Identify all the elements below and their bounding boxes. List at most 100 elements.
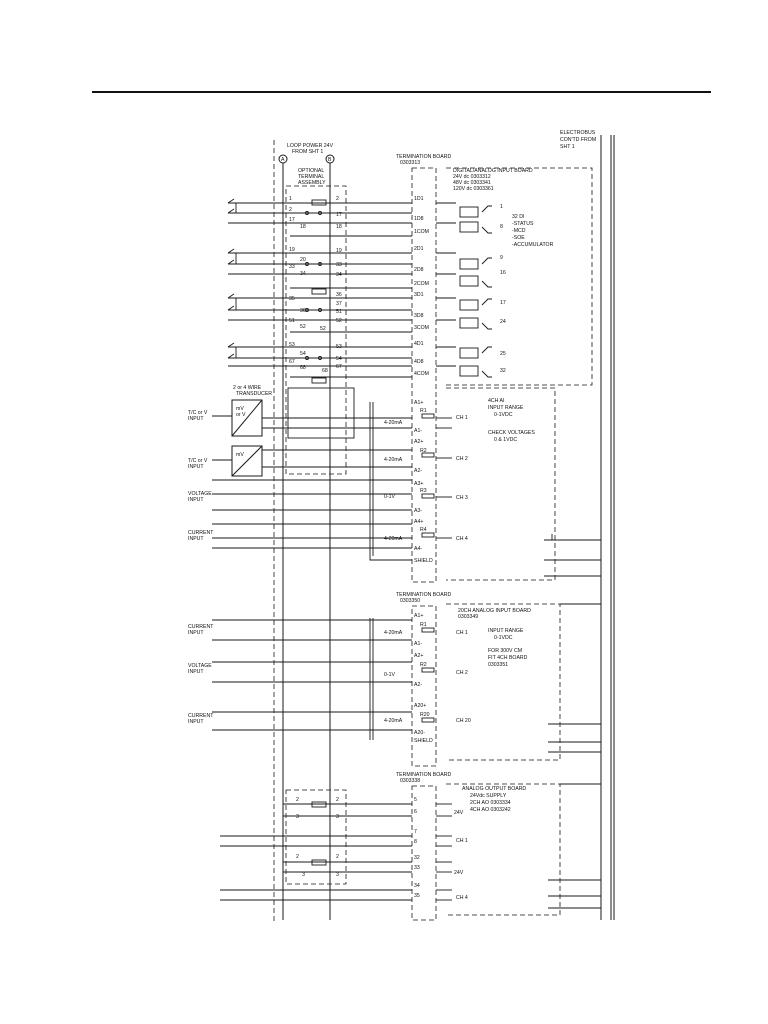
ao-small-numbers: 2 2 3 3 2 2 3 3 (296, 797, 339, 878)
ao-board-label: ANALOG OUTPUT BOARD 24Vdc SUPPLY 2CH AO … (462, 786, 526, 813)
optional-assembly-label: OPTIONAL TERMINAL ASSEMBLY (298, 168, 326, 186)
svg-text:-SOE: -SOE (512, 235, 525, 241)
svg-text:INPUT: INPUT (188, 536, 204, 542)
svg-text:1: 1 (289, 196, 292, 202)
svg-text:INPUT: INPUT (188, 416, 204, 422)
svg-text:1D1: 1D1 (414, 196, 424, 202)
svg-text:2: 2 (336, 196, 339, 202)
svg-text:INPUT: INPUT (188, 497, 204, 503)
svg-text:2: 2 (336, 854, 339, 860)
svg-text:0-1V: 0-1V (384, 672, 395, 678)
svg-text:4-20mA: 4-20mA (384, 718, 403, 724)
svg-text:3: 3 (302, 872, 305, 878)
svg-text:-ACCUMULATOR: -ACCUMULATOR (512, 242, 554, 248)
di-notes: 32 DI -STATUS -MCD -SOE -ACCUMULATOR (512, 214, 554, 248)
svg-text:33: 33 (289, 264, 295, 270)
svg-text:A3-: A3- (414, 508, 422, 514)
svg-text:CH 4: CH 4 (456, 895, 468, 901)
svg-text:or V: or V (236, 412, 246, 418)
svg-text:3D8: 3D8 (414, 313, 424, 319)
svg-text:VOLTAGE: VOLTAGE (188, 663, 212, 669)
svg-text:33: 33 (414, 865, 420, 871)
svg-text:CH 1: CH 1 (456, 415, 468, 421)
svg-text:68: 68 (322, 368, 328, 374)
svg-text:4-20mA: 4-20mA (384, 536, 403, 542)
svg-text:CURRENT: CURRENT (188, 624, 214, 630)
ao-board-box (446, 783, 561, 916)
svg-text:A2-: A2- (414, 682, 422, 688)
svg-text:7: 7 (414, 829, 417, 835)
svg-text:A1+: A1+ (414, 400, 423, 406)
svg-text:19: 19 (289, 247, 295, 253)
ai20-wiring (212, 618, 412, 740)
svg-text:67: 67 (336, 364, 342, 370)
svg-text:ANALOG OUTPUT BOARD: ANALOG OUTPUT BOARD (462, 786, 526, 792)
svg-text:A2-: A2- (414, 468, 422, 474)
svg-text:4-20mA: 4-20mA (384, 457, 403, 463)
svg-text:53: 53 (289, 342, 295, 348)
svg-text:4-20mA: 4-20mA (384, 630, 403, 636)
svg-text:A1-: A1- (414, 641, 422, 647)
term-board-3-box (411, 785, 437, 921)
svg-text:0303349: 0303349 (458, 614, 478, 620)
svg-text:35: 35 (289, 296, 295, 302)
svg-text:3D1: 3D1 (414, 292, 424, 298)
svg-text:0 & 1VDC: 0 & 1VDC (494, 437, 517, 443)
svg-text:48V dc 0303341: 48V dc 0303341 (453, 180, 491, 186)
svg-text:INPUT: INPUT (188, 669, 204, 675)
ai4-range-labels: 4-20mA 4-20mA 0-1V 4-20mA (384, 420, 403, 542)
svg-text:SHIELD: SHIELD (414, 558, 433, 564)
svg-text:0303351: 0303351 (488, 662, 508, 668)
svg-text:32: 32 (500, 368, 506, 374)
svg-text:R3: R3 (420, 488, 427, 494)
svg-text:2 or 4 WIRE: 2 or 4 WIRE (233, 385, 262, 391)
svg-text:24: 24 (500, 319, 506, 325)
svg-text:3: 3 (336, 814, 339, 820)
svg-text:FIT 4CH BOARD: FIT 4CH BOARD (488, 655, 528, 661)
svg-text:2: 2 (296, 854, 299, 860)
svg-text:0303338: 0303338 (400, 778, 420, 784)
svg-text:A4-: A4- (414, 546, 422, 552)
voltage-input-2-label: VOLTAGE INPUT (188, 663, 212, 675)
mv-box: mV (231, 445, 263, 477)
svg-text:TERMINATION BOARD: TERMINATION BOARD (396, 592, 451, 598)
terminal-a: A (278, 154, 288, 920)
svg-text:2: 2 (296, 797, 299, 803)
svg-text:67: 67 (289, 359, 295, 365)
svg-text:A: A (281, 157, 285, 163)
svg-text:CURRENT: CURRENT (188, 530, 214, 536)
svg-text:R1: R1 (420, 622, 427, 628)
svg-text:LOOP POWER 24V: LOOP POWER 24V (287, 143, 334, 149)
svg-text:32 DI: 32 DI (512, 214, 524, 220)
transducer-label: 2 or 4 WIRE TRANSDUCER (233, 385, 272, 397)
ao-notes: 24V CH 1 24V CH 4 (454, 810, 468, 901)
svg-text:8: 8 (414, 839, 417, 845)
loop-power-label: LOOP POWER 24V FROM SHT 1 (287, 143, 334, 155)
svg-text:0303350: 0303350 (400, 598, 420, 604)
svg-text:A1-: A1- (414, 428, 422, 434)
svg-text:4-20mA: 4-20mA (384, 420, 403, 426)
svg-text:4CH AO 0303242: 4CH AO 0303242 (470, 807, 511, 813)
electrobus-taps (544, 534, 601, 909)
svg-text:TERMINAL: TERMINAL (298, 174, 324, 180)
svg-text:A2+: A2+ (414, 439, 423, 445)
svg-text:37: 37 (336, 301, 342, 307)
svg-text:INPUT: INPUT (188, 630, 204, 636)
svg-text:A2+: A2+ (414, 653, 423, 659)
svg-text:0-1VDC: 0-1VDC (494, 412, 513, 418)
svg-text:CH 2: CH 2 (456, 670, 468, 676)
terminal-b: B (325, 154, 335, 920)
svg-text:32: 32 (414, 855, 420, 861)
ai4-wiring (212, 387, 412, 561)
ao-optional-box (285, 789, 347, 885)
dai-board-box (446, 167, 593, 386)
dai-board-label: DIGITAL/ANALOG INPUT BOARD 24V dc 030331… (453, 168, 533, 192)
svg-text:6: 6 (414, 809, 417, 815)
svg-text:3COM: 3COM (414, 325, 429, 331)
electrobus-label: ELECTROBUS CON'TD FROM SHT 1 (560, 130, 596, 150)
svg-text:R1: R1 (420, 408, 427, 414)
svg-text:8: 8 (500, 224, 503, 230)
transducer-box: mV or V (231, 399, 263, 437)
svg-text:51: 51 (289, 318, 295, 324)
ai4-terminal-labels: A1+ R1 A1- A2+ R2 A2- A3+ R3 A3- A4+ R4 … (414, 400, 433, 564)
